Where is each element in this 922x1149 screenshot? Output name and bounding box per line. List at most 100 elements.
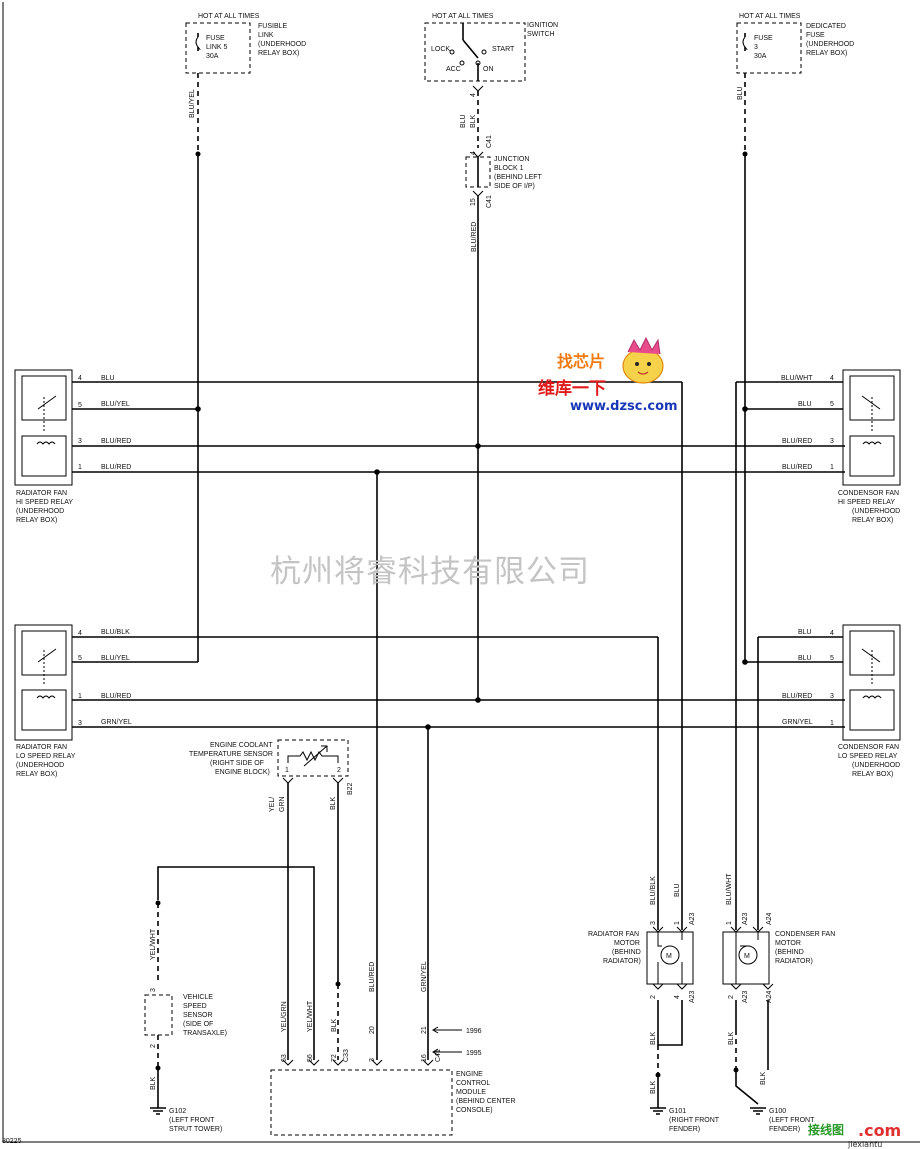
ecm-box bbox=[270, 1069, 453, 1136]
ect-pin-left: 1 bbox=[285, 767, 289, 774]
cond-lo-pin-d: 1 bbox=[830, 720, 834, 727]
right-fuse-icon bbox=[742, 36, 748, 50]
jb-conn-top: C41 bbox=[486, 135, 493, 148]
rad-lo-label-2: LO SPEED RELAY bbox=[16, 753, 76, 760]
center-hot-label: HOT AT ALL TIMES bbox=[432, 13, 494, 20]
ect-label-1: ENGINE COOLANT bbox=[210, 742, 273, 749]
splice-blu-red-lo bbox=[475, 697, 481, 703]
vss-label-4: (SIDE OF bbox=[183, 1021, 213, 1028]
splice-cond-hi-5 bbox=[742, 406, 748, 412]
cond-hi-switch-box bbox=[849, 375, 895, 421]
left-fuse-line3: 30A bbox=[206, 53, 219, 60]
left-fuse-line1: FUSE bbox=[206, 35, 225, 42]
logo2-url: jiexiantu bbox=[847, 1140, 882, 1149]
ect-pin-right: 2 bbox=[337, 767, 341, 774]
rad-motor-label-2: MOTOR bbox=[614, 940, 640, 947]
logo-mascot-eye-left bbox=[635, 362, 639, 366]
ecm-chevrons bbox=[282, 1059, 434, 1066]
ect-variable-arrow bbox=[303, 745, 328, 767]
cond-hi-wire-c: BLU/RED bbox=[782, 438, 812, 445]
cond-hi-label-1: CONDENSOR FAN bbox=[838, 490, 899, 497]
ign-connector-chevron bbox=[472, 85, 484, 92]
ecm-year-1996: 1996 bbox=[466, 1028, 482, 1035]
right-fuse-line2: 3 bbox=[754, 44, 758, 51]
cond-lo-label-4: RELAY BOX) bbox=[852, 771, 893, 778]
logo2-cn: 接线图 bbox=[808, 1122, 844, 1137]
dzsc-logo: 找芯片 维库一下 www.dzsc.com bbox=[538, 336, 678, 414]
cond-lo-switch-box bbox=[849, 630, 895, 676]
jb-conn-bottom: C41 bbox=[486, 195, 493, 208]
cond-hi-wire-d: BLU/RED bbox=[782, 464, 812, 471]
engine-control-module: YEL/GRN YEL/WHT BLK BLU/RED GRN/YEL 20 2… bbox=[270, 961, 516, 1136]
rad-motor-pin-top-1: 1 bbox=[674, 921, 681, 925]
g100-ground-icon bbox=[750, 1107, 766, 1115]
right-fuse-line3: 30A bbox=[754, 53, 767, 60]
ecm-pin-1: 56 bbox=[307, 1054, 314, 1062]
ignition-switch: HOT AT ALL TIMES LOCK START ACC ON IGNIT… bbox=[424, 13, 558, 148]
ecm-wire-1: YEL/WHT bbox=[307, 1000, 314, 1032]
vss-wire-bottom: BLK bbox=[150, 1076, 157, 1090]
g100-label-3: FENDER) bbox=[769, 1126, 800, 1133]
ignition-blade bbox=[462, 39, 479, 59]
logo-cn: 维库一下 bbox=[538, 378, 606, 399]
ecm-wire-2: BLK bbox=[331, 1018, 338, 1032]
ign-lock: LOCK bbox=[431, 46, 450, 53]
left-wire-color: BLU/YEL bbox=[189, 89, 196, 118]
g101-label-2: (RIGHT FRONT bbox=[669, 1117, 720, 1124]
rad-hi-label-4: RELAY BOX) bbox=[16, 517, 57, 524]
ecm-conn-0: C33 bbox=[343, 1049, 350, 1062]
rad-lo-pin-d: 3 bbox=[78, 720, 82, 727]
ecm-label-2: CONTROL bbox=[456, 1080, 490, 1087]
rad-hi-pin-a: 4 bbox=[78, 375, 82, 382]
jb-label-4: SIDE OF I/P) bbox=[494, 183, 535, 190]
rad-hi-pin-b: 5 bbox=[78, 402, 82, 409]
vss-label-1: VEHICLE bbox=[183, 994, 213, 1001]
cond-lo-relay-box bbox=[842, 624, 901, 741]
cond-motor-wire-bottom-0: BLK bbox=[728, 1031, 735, 1045]
radiator-fan-lo-relay: 4 5 1 3 BLU/BLK BLU/YEL BLU/RED GRN/YEL … bbox=[14, 624, 845, 778]
rad-lo-pin-b: 5 bbox=[78, 655, 82, 662]
rad-motor-label-4: RADIATOR) bbox=[603, 958, 641, 965]
g101-label-3: FENDER) bbox=[669, 1126, 700, 1133]
ect-box bbox=[277, 739, 349, 777]
vss-label-3: SENSOR bbox=[183, 1012, 213, 1019]
rad-lo-relay-box bbox=[14, 624, 73, 741]
right-hot-label: HOT AT ALL TIMES bbox=[739, 13, 801, 20]
cond-motor-chevrons-bottom bbox=[730, 983, 774, 990]
cond-motor-pin-top-1: A23 bbox=[742, 912, 749, 925]
cond-motor-label-4: RADIATOR) bbox=[775, 958, 813, 965]
logo-url: www.dzsc.com bbox=[570, 399, 678, 414]
ecm-label-1: ENGINE bbox=[456, 1071, 483, 1078]
rad-lo-label-3: (UNDERHOOD bbox=[16, 762, 64, 769]
cond-hi-wire-a: BLU/WHT bbox=[781, 375, 813, 382]
ign-contact-lock bbox=[449, 49, 455, 55]
rad-hi-wire-c: BLU/RED bbox=[101, 438, 131, 445]
rad-lo-wire-a: BLU/BLK bbox=[101, 629, 130, 636]
junction-block-1: C41 4 15 C41 JUNCTION BLOCK 1 (BEHIND LE… bbox=[465, 135, 543, 700]
cond-motor-m: M bbox=[744, 953, 750, 960]
splice-cond-lo-5 bbox=[742, 659, 748, 665]
cond-hi-pin-b: 5 bbox=[830, 401, 834, 408]
rad-motor-wire-top-1: BLU bbox=[674, 883, 681, 897]
ign-wire-2: BLK bbox=[470, 114, 477, 128]
ect-conn: B22 bbox=[347, 782, 354, 795]
splice-grn-yel-lo bbox=[425, 724, 431, 730]
condensor-fan-hi-relay: 4 5 3 1 BLU/WHT BLU BLU/RED BLU/RED COND… bbox=[736, 369, 901, 524]
rad-hi-label-2: HI SPEED RELAY bbox=[16, 499, 73, 506]
cond-lo-wire-a: BLU bbox=[798, 629, 812, 636]
right-wire-color: BLU bbox=[737, 86, 744, 100]
vss-wire-top: YEL/WHT bbox=[150, 928, 157, 960]
rad-hi-label-3: (UNDERHOOD bbox=[16, 508, 64, 515]
right-desc-3: (UNDERHOOD bbox=[806, 41, 854, 48]
ecm-pin-2: 72 bbox=[331, 1054, 338, 1062]
cond-hi-label-3: (UNDERHOOD bbox=[852, 508, 900, 515]
g102-label-3: STRUT TOWER) bbox=[169, 1126, 222, 1133]
engine-coolant-temp-sensor: ENGINE COOLANT TEMPERATURE SENSOR (RIGHT… bbox=[189, 739, 354, 1060]
ign-desc-1: IGNITION bbox=[527, 22, 558, 29]
ect-wire-left-1: YEL/ bbox=[269, 797, 276, 812]
ecm-pin-0: 63 bbox=[281, 1054, 288, 1062]
figure-id: 80225 bbox=[2, 1138, 22, 1145]
cond-hi-contact-arm bbox=[861, 395, 881, 410]
cond-lo-pin-a: 4 bbox=[830, 630, 834, 637]
cond-motor-box bbox=[722, 931, 770, 985]
